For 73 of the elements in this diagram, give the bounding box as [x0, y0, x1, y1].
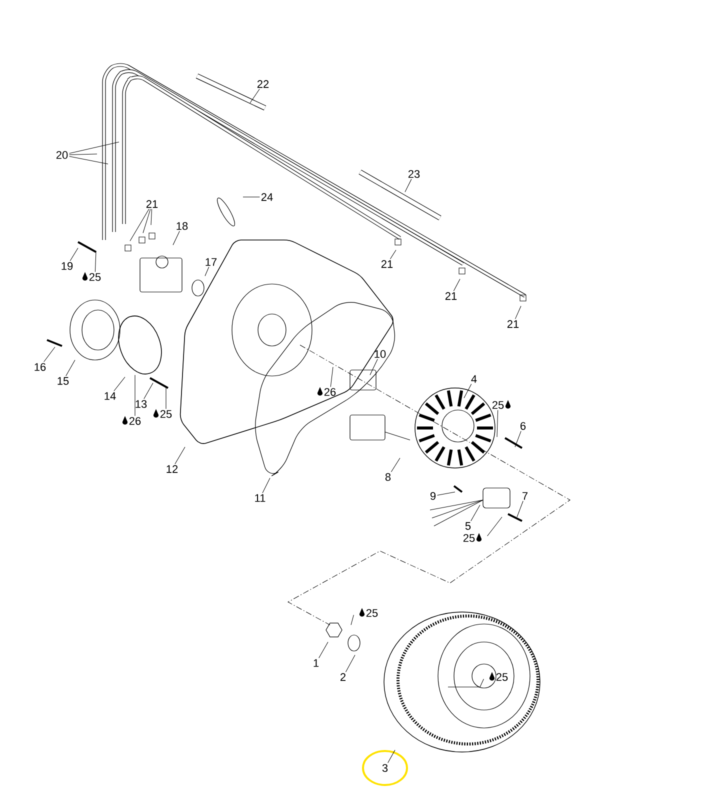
leader-line	[515, 306, 522, 320]
leader-line	[114, 376, 126, 392]
callout-number: 25	[463, 534, 475, 542]
leader-line	[142, 208, 151, 234]
leader-line	[470, 504, 480, 522]
leader-line	[318, 642, 328, 658]
callout-number: 26	[129, 417, 141, 425]
leader-line	[94, 250, 96, 272]
leader-line	[130, 208, 150, 242]
leader-line	[330, 366, 334, 388]
leader-line	[44, 346, 56, 362]
callout-number: 25	[89, 273, 101, 281]
leader-line	[404, 178, 412, 192]
callout-number: 19	[62, 262, 73, 270]
leader-line	[453, 278, 460, 292]
leader-line	[70, 248, 78, 262]
callout-number: 2	[340, 673, 346, 681]
leader-line	[150, 208, 152, 226]
leader-line	[172, 230, 180, 246]
leader-line	[69, 142, 120, 154]
callout-number: 25	[160, 410, 172, 418]
leader-line	[262, 478, 270, 494]
callout-number: 13	[136, 400, 147, 408]
callout-number: 22	[257, 80, 269, 88]
leader-line	[516, 500, 524, 518]
leader-line	[437, 492, 456, 496]
leader-line	[144, 382, 154, 400]
leader-line	[464, 384, 472, 398]
callout-number: 23	[408, 170, 420, 178]
leader-line	[174, 446, 186, 464]
callout-number: 7	[522, 492, 528, 500]
leader-line	[242, 196, 260, 198]
callout-number: 6	[520, 422, 526, 430]
callout-number: 15	[58, 377, 69, 385]
leader-line	[250, 88, 260, 104]
leader-line	[388, 750, 396, 764]
leader-line	[390, 250, 396, 260]
callout-number: 25	[496, 673, 508, 681]
callout-number: 11	[255, 494, 266, 502]
leader-line	[350, 614, 354, 626]
callout-number: 17	[206, 258, 217, 266]
callout-number: 21	[381, 260, 393, 268]
leader-line	[390, 458, 400, 472]
callout-number: 12	[166, 465, 178, 473]
leader-line	[66, 360, 76, 376]
callout-number: 18	[176, 222, 188, 230]
leader-line	[514, 430, 522, 448]
callout-number: 1	[314, 659, 319, 667]
callout-number: 4	[471, 375, 477, 383]
leader-line	[69, 156, 108, 164]
leader-line	[134, 374, 136, 416]
leader-line	[204, 266, 210, 276]
callout-number: 25	[492, 401, 504, 409]
callout-number: 10	[374, 350, 386, 358]
callout-number: 21	[445, 292, 457, 300]
callout-number: 20	[56, 151, 68, 159]
leader-line	[346, 654, 356, 672]
callout-number: 21	[146, 200, 158, 208]
callout-number: 26	[324, 388, 336, 396]
leader-line	[370, 358, 378, 376]
callout-number: 8	[385, 473, 391, 481]
callout-number: 16	[34, 363, 46, 371]
callout-number: 25	[366, 609, 378, 617]
leader-line	[487, 516, 502, 536]
callout-number: 3	[382, 764, 388, 772]
leader-line	[496, 410, 498, 438]
callout-number: 24	[261, 193, 273, 201]
callout-number: 14	[104, 392, 116, 400]
callout-number: 5	[465, 522, 471, 530]
leader-line	[448, 678, 484, 688]
callout-number: 21	[507, 320, 519, 328]
callout-number: 9	[430, 492, 436, 500]
leader-line	[69, 154, 98, 156]
